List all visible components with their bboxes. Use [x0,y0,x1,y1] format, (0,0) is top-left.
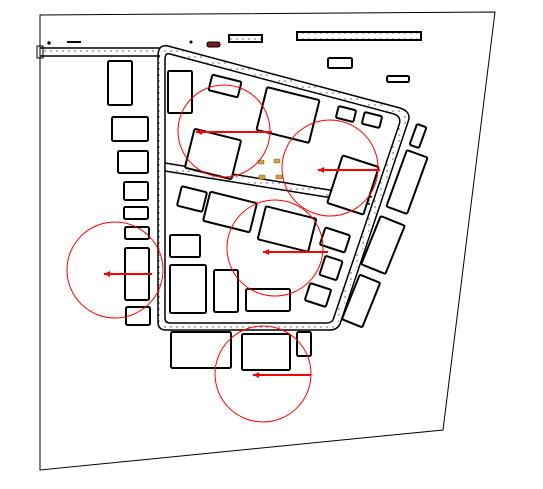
building-footprint [125,306,151,326]
building-footprint [385,149,429,215]
building-footprint [117,150,149,174]
building-footprint [202,190,258,234]
site-boundary [39,11,496,471]
coverage-ring [226,199,324,297]
arrow-head [318,167,324,173]
buildings-layer [107,57,429,371]
ring-road-outer [157,44,410,331]
access-road [40,47,160,57]
coverage-ring [66,221,164,319]
building-footprint [255,86,321,144]
survey-point [189,40,193,44]
coverage-ring [281,119,379,217]
building-footprint [361,111,383,129]
hatched-strip [296,31,422,41]
building-footprint [256,205,318,253]
ring-road-pattern [158,47,407,329]
building-footprint [213,269,239,313]
marker-post [275,174,283,180]
building-footprint [207,73,243,99]
building-footprint [241,333,291,371]
ring-road-inner [164,52,401,324]
building-footprint [335,105,357,123]
building-footprint [296,331,312,357]
markers-layer [257,158,283,180]
building-footprint [245,288,291,312]
building-footprint [170,331,232,369]
arrow-head [196,129,202,135]
building-footprint [386,75,410,83]
marker-post [273,158,281,164]
building-footprint [184,128,242,180]
building-footprint [176,185,208,213]
access-road-pattern [42,49,160,55]
road-end-marker [36,45,44,59]
scale-bar [67,41,81,43]
arrow-head [263,249,269,255]
hatched-strip [228,34,263,43]
building-footprint [167,70,193,114]
building-footprint [319,226,351,254]
building-footprint [111,116,149,142]
building-footprint [169,264,207,314]
building-footprint [327,57,353,69]
building-footprint [107,60,133,106]
survey-point [47,41,51,45]
building-footprint [123,206,149,220]
building-footprint [318,255,344,281]
building-footprint [304,282,332,308]
coverage-rings-layer [66,84,380,423]
building-footprint [341,274,381,328]
arrow-head [104,271,110,277]
building-footprint [169,234,201,258]
building-footprint [123,181,149,201]
arrow-head [253,372,259,378]
marker-block [206,41,221,48]
building-footprint [408,123,428,149]
marker-post [258,174,266,180]
building-footprint [360,215,406,275]
